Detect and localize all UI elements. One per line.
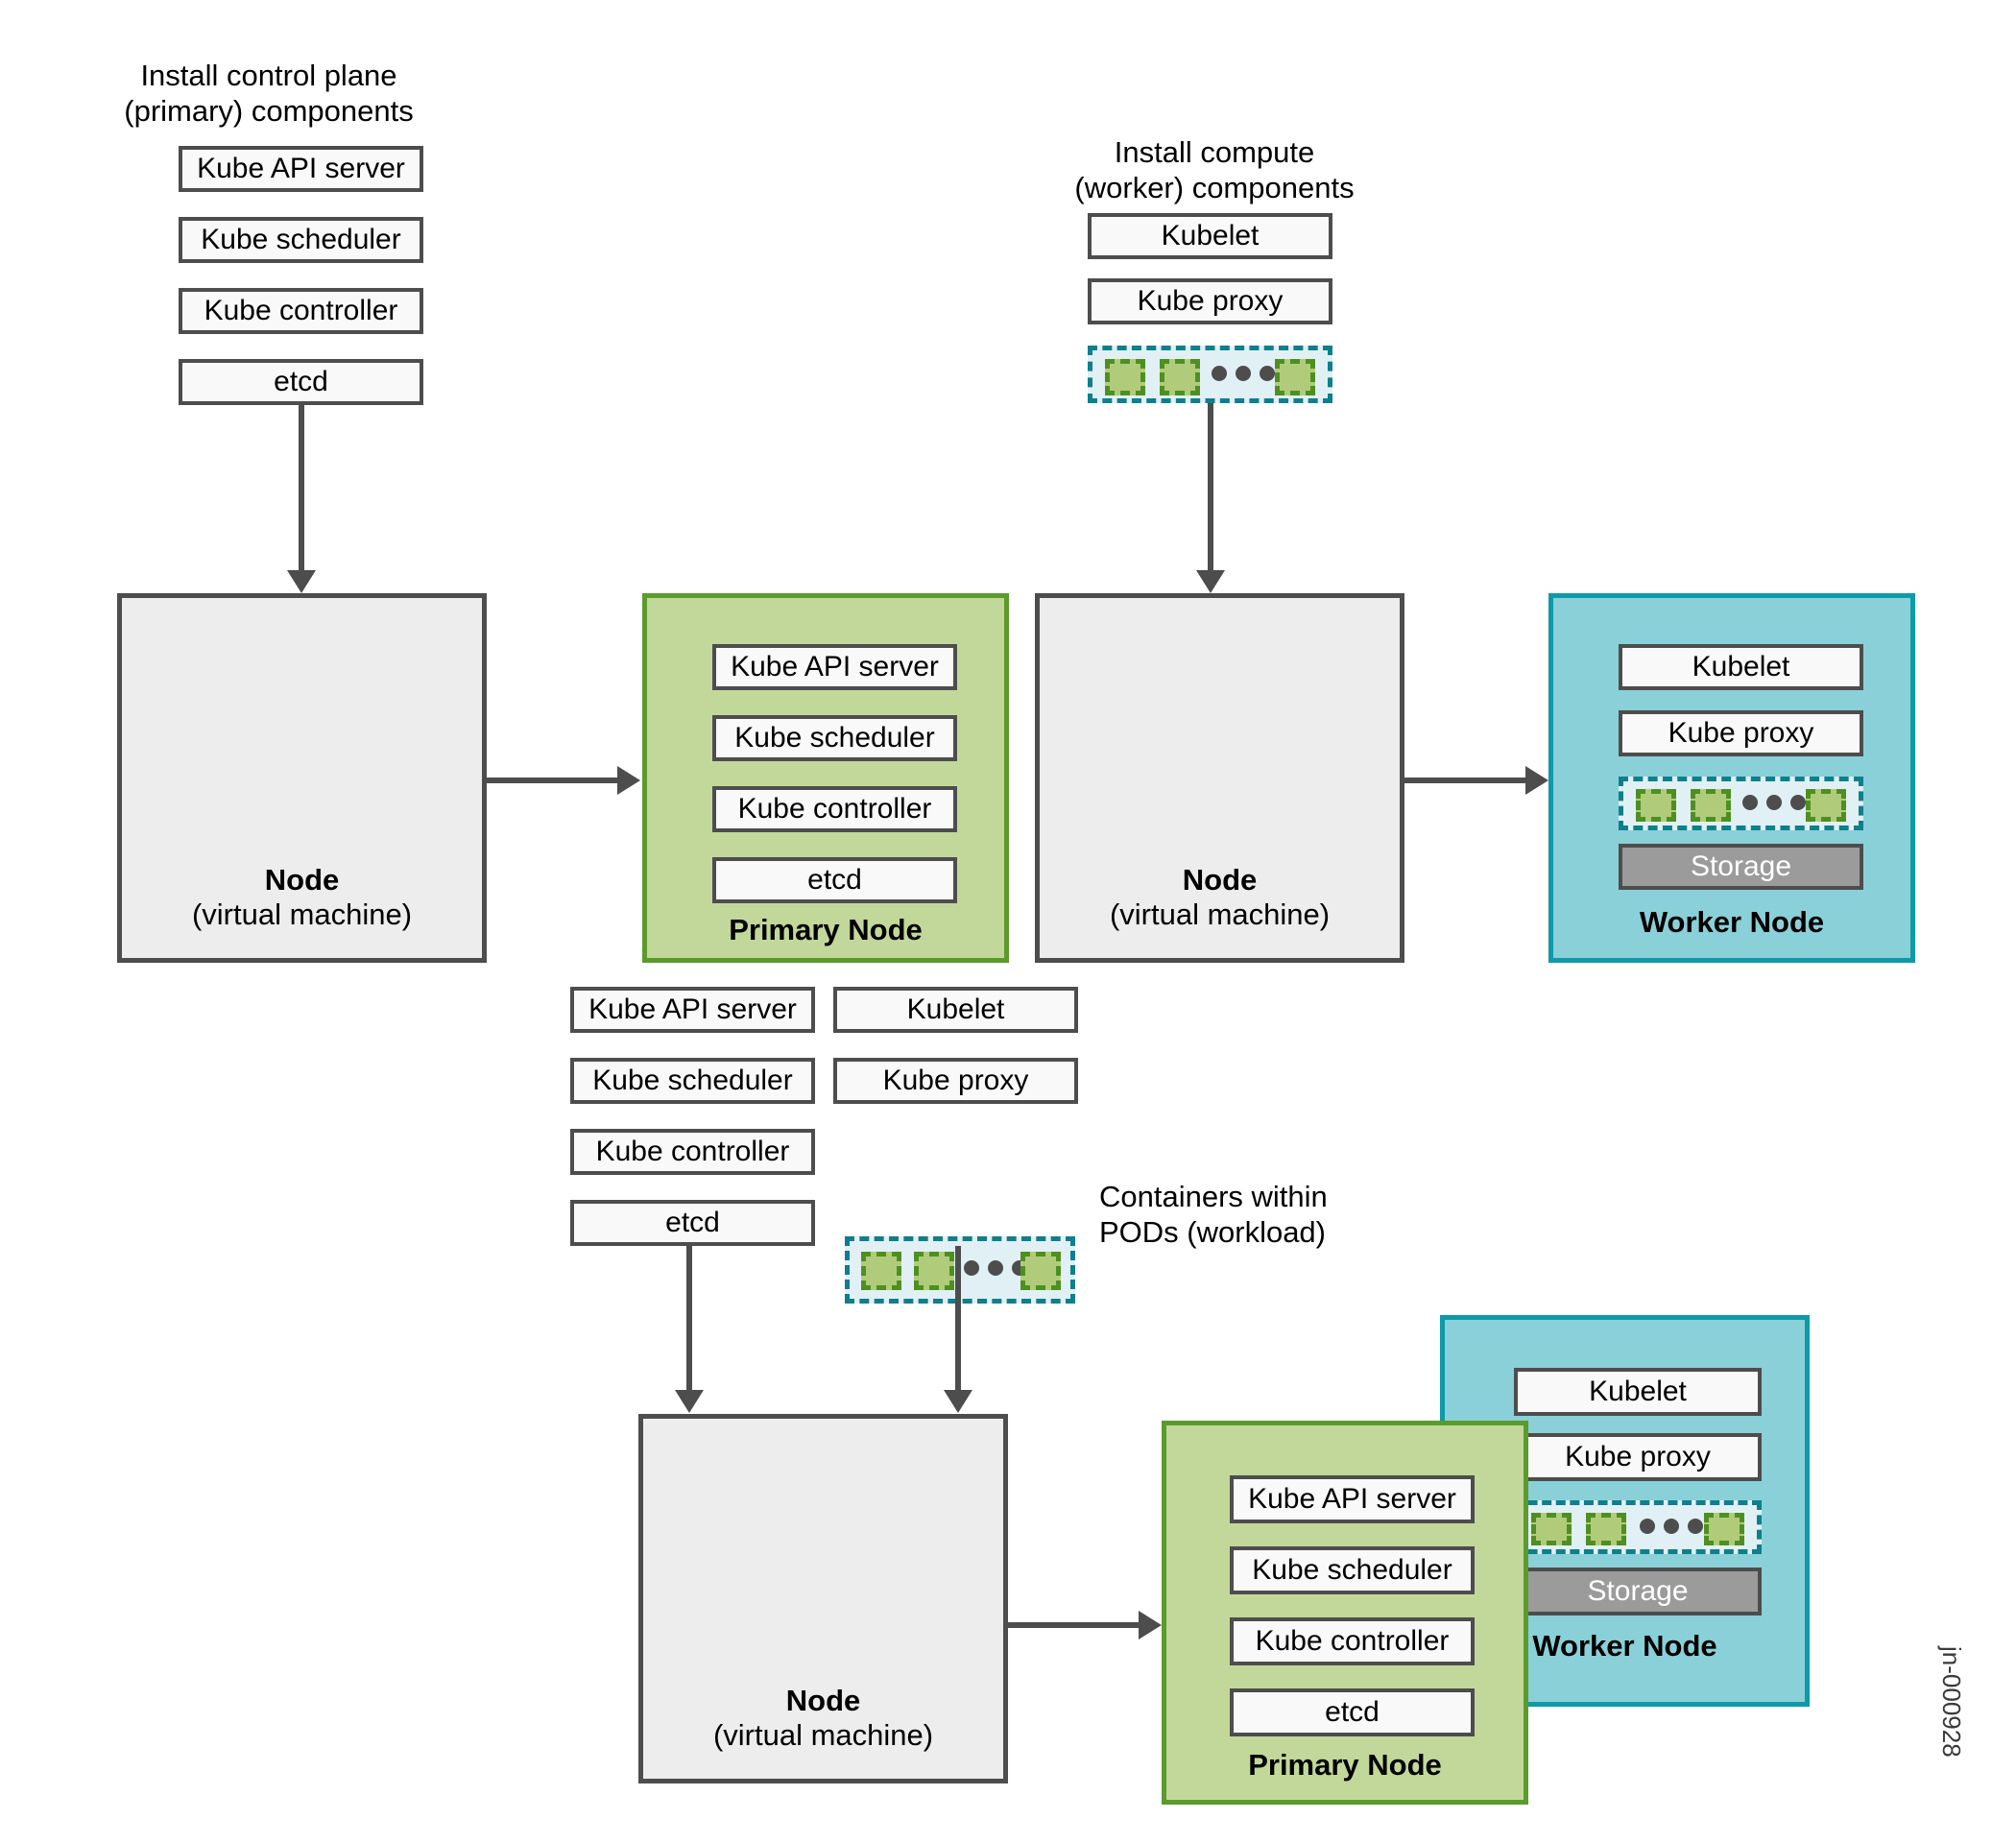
pod-container-1 (861, 1252, 901, 1290)
chip-kube-scheduler-primary: Kube scheduler (712, 715, 957, 761)
node-subtitle: (virtual machine) (1109, 898, 1331, 932)
node-title: Node (785, 1683, 861, 1717)
chip-kubelet-mid: Kubelet (833, 987, 1078, 1033)
chip-etcd-mid: etcd (570, 1200, 815, 1246)
chip-kube-api-server-controlplane: Kube API server (179, 146, 423, 192)
pod-container-1 (1636, 789, 1676, 822)
chip-kubelet-worker: Kubelet (1619, 644, 1863, 690)
chip-kube-api-server-primary: Kube API server (712, 644, 957, 690)
arrow-compute-to-node (1196, 403, 1225, 593)
pod-container-1 (1105, 359, 1145, 395)
install-control-plane-label: Install control plane (primary) componen… (124, 59, 414, 129)
primary-node-bottom: Kube API server Kube scheduler Kube cont… (1162, 1421, 1528, 1805)
pod-container-1 (1531, 1513, 1572, 1545)
arrow-controlplane-to-node (287, 405, 316, 593)
pod-container-n (1275, 359, 1315, 395)
pod-container-n (1020, 1252, 1061, 1290)
chip-kube-api-server-mid: Kube API server (570, 987, 815, 1033)
chip-kube-scheduler-primary-bottom: Kube scheduler (1230, 1546, 1475, 1594)
node-virtual-machine-middle: Node (virtual machine) (1035, 593, 1404, 963)
chip-kube-controller-primary: Kube controller (712, 786, 957, 832)
pod-container-n (1704, 1513, 1744, 1545)
chip-kube-scheduler-controlplane: Kube scheduler (179, 217, 423, 263)
pod-group-worker (1619, 777, 1863, 830)
arrow-pods-to-bottom-node (944, 1246, 972, 1414)
chip-kube-controller-primary-bottom: Kube controller (1230, 1617, 1475, 1665)
chip-kube-proxy-compute: Kube proxy (1088, 278, 1332, 324)
node-title: Node (1182, 862, 1258, 897)
worker-node-bottom-caption: Worker Node (1532, 1629, 1717, 1663)
pod-group-compute (1088, 346, 1332, 403)
primary-node-caption: Primary Node (729, 913, 923, 946)
arrow-node-to-worker (1404, 766, 1548, 795)
node-virtual-machine-bottom: Node (virtual machine) (638, 1414, 1008, 1783)
chip-storage-worker: Storage (1619, 844, 1863, 890)
node-subtitle: (virtual machine) (191, 898, 413, 932)
primary-node-bottom-caption: Primary Node (1248, 1748, 1442, 1782)
chip-etcd-primary-bottom: etcd (1230, 1688, 1475, 1736)
arrow-etcd-to-bottom-node (675, 1246, 704, 1414)
pod-container-2 (1586, 1513, 1626, 1545)
chip-kube-proxy-worker-bottom: Kube proxy (1514, 1433, 1762, 1481)
chip-kube-proxy-worker: Kube proxy (1619, 710, 1863, 756)
pod-container-2 (1691, 789, 1731, 822)
pod-ellipsis-icon (1640, 1519, 1703, 1534)
pod-container-n (1806, 789, 1846, 822)
chip-storage-worker-bottom: Storage (1514, 1568, 1762, 1616)
chip-kubelet-worker-bottom: Kubelet (1514, 1368, 1762, 1416)
node-title: Node (264, 862, 340, 897)
chip-kubelet-compute: Kubelet (1088, 213, 1332, 259)
arrow-node-to-primary (487, 766, 640, 795)
pod-ellipsis-icon (1212, 366, 1275, 381)
watermark-label: jn-000928 (1937, 1646, 1966, 1758)
chip-kube-proxy-mid: Kube proxy (833, 1058, 1078, 1104)
arrow-bottom-node-to-primary (1008, 1611, 1162, 1640)
pod-group-worker-bottom (1514, 1500, 1762, 1554)
chip-etcd-primary: etcd (712, 857, 957, 903)
chip-etcd-controlplane: etcd (179, 359, 423, 405)
chip-kube-scheduler-mid: Kube scheduler (570, 1058, 815, 1104)
pod-container-2 (1160, 359, 1200, 395)
install-compute-label: Install compute (worker) components (1074, 135, 1355, 205)
chip-kube-controller-mid: Kube controller (570, 1129, 815, 1175)
primary-node-top: Kube API server Kube scheduler Kube cont… (642, 593, 1009, 963)
chip-kube-api-server-primary-bottom: Kube API server (1230, 1475, 1475, 1523)
pod-ellipsis-icon (964, 1260, 1027, 1276)
worker-node-caption: Worker Node (1639, 905, 1825, 939)
node-virtual-machine-left: Node (virtual machine) (117, 593, 487, 963)
worker-node-top: Kubelet Kube proxy Storage Worker Node (1548, 593, 1915, 963)
node-subtitle: (virtual machine) (712, 1718, 934, 1753)
containers-within-pods-label: Containers within PODs (workload) (1099, 1180, 1328, 1250)
pod-ellipsis-icon (1742, 795, 1806, 810)
chip-kube-controller-controlplane: Kube controller (179, 288, 423, 334)
pod-container-2 (914, 1252, 954, 1290)
